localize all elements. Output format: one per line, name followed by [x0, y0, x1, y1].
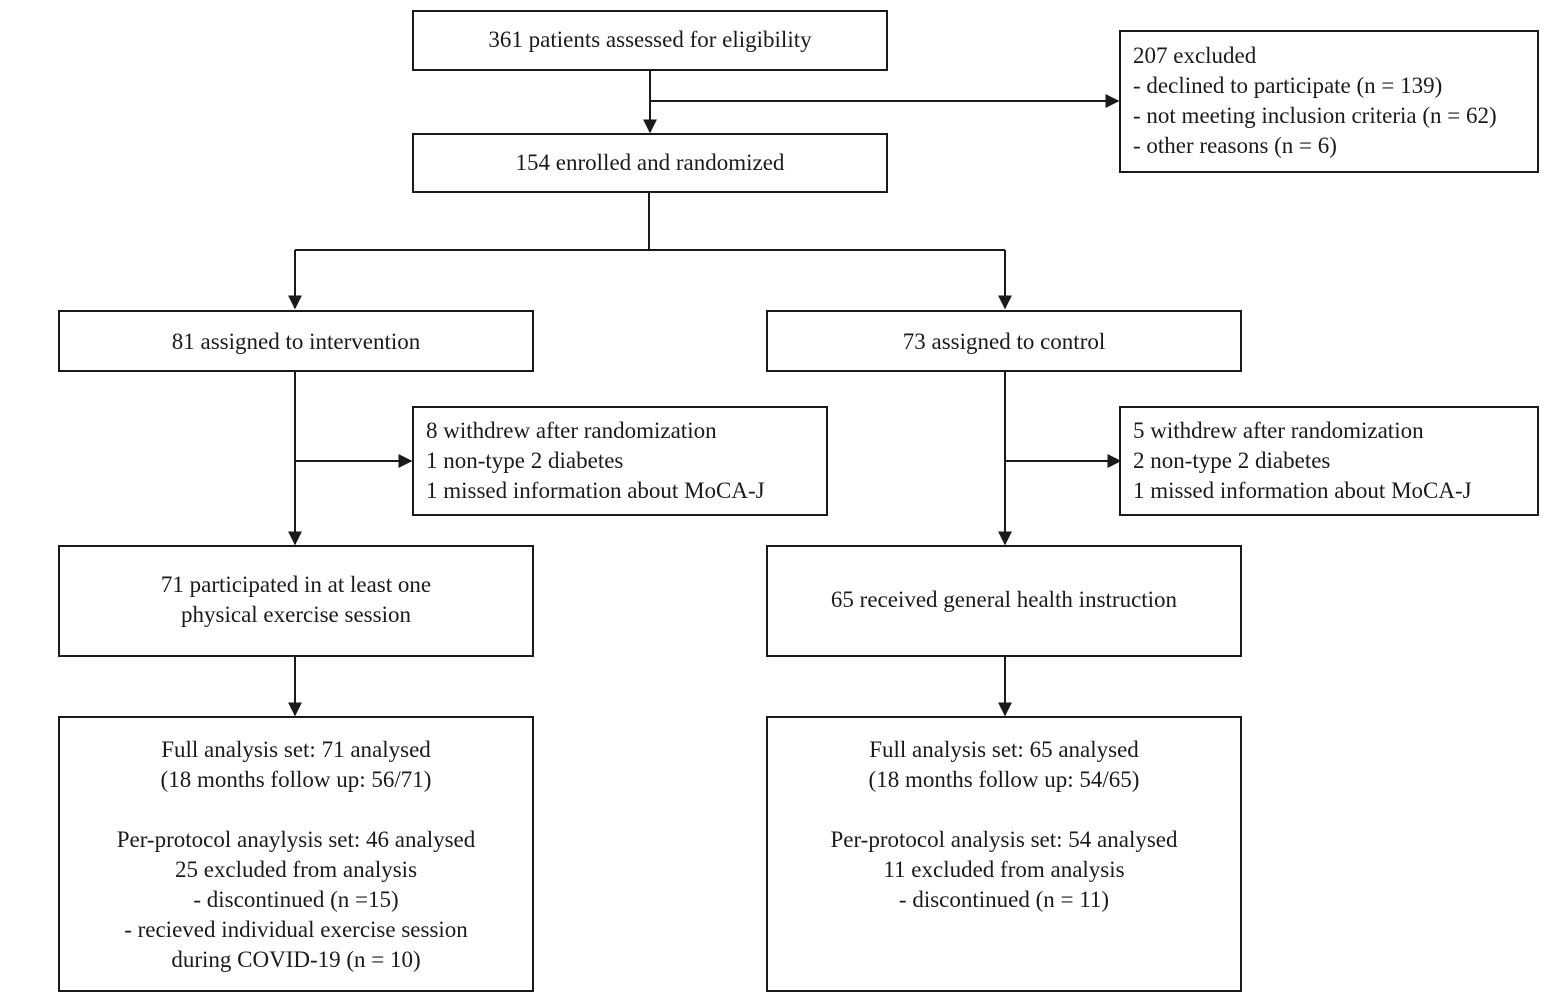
- analysis-full-line: Full analysis set: 71 analysed: [161, 737, 431, 762]
- box-excluded: 207 excluded - declined to participate (…: [1119, 30, 1539, 173]
- intervention-assigned-text: 81 assigned to intervention: [171, 329, 421, 354]
- box-intervention-assigned: 81 assigned to intervention: [58, 310, 534, 372]
- participated-line: 71 participated in at least one: [160, 572, 432, 597]
- box-control-received: 65 received general health instruction: [766, 545, 1242, 657]
- excluded-item: - other reasons (n = 6): [1133, 133, 1337, 158]
- analysis-full-line: (18 months follow up: 56/71): [160, 767, 432, 792]
- analysis-pp-line: during COVID-19 (n = 10): [171, 947, 421, 972]
- box-assessed: 361 patients assessed for eligibility: [412, 10, 888, 71]
- analysis-full-line: Full analysis set: 65 analysed: [869, 737, 1139, 762]
- withdrew-line: 1 missed information about MoCA-J: [1133, 478, 1472, 503]
- excluded-item: - not meeting inclusion criteria (n = 62…: [1133, 103, 1497, 128]
- analysis-pp-line: - discontinued (n =15): [193, 887, 399, 912]
- received-text: 65 received general health instruction: [830, 587, 1178, 612]
- withdrew-line: 8 withdrew after randomization: [426, 418, 717, 443]
- participated-line: physical exercise session: [181, 602, 411, 627]
- analysis-pp-line: - recieved individual exercise session: [124, 917, 468, 942]
- box-control-analysis: Full analysis set: 65 analysed (18 month…: [766, 716, 1242, 992]
- control-assigned-text: 73 assigned to control: [902, 329, 1106, 354]
- withdrew-line: 1 missed information about MoCA-J: [426, 478, 765, 503]
- analysis-pp-line: - discontinued (n = 11): [898, 887, 1110, 912]
- randomized-text: 154 enrolled and randomized: [515, 150, 785, 175]
- box-intervention-participated: 71 participated in at least one physical…: [58, 545, 534, 657]
- analysis-full-line: (18 months follow up: 54/65): [868, 767, 1140, 792]
- analysis-pp-line: Per-protocol anaylysis set: 46 analysed: [116, 827, 476, 852]
- analysis-pp-line: Per-protocol analysis set: 54 analysed: [830, 827, 1178, 852]
- box-control-assigned: 73 assigned to control: [766, 310, 1242, 372]
- box-control-withdrew: 5 withdrew after randomization 2 non-typ…: [1119, 406, 1539, 516]
- box-intervention-analysis: Full analysis set: 71 analysed (18 month…: [58, 716, 534, 992]
- assessed-text: 361 patients assessed for eligibility: [488, 27, 812, 52]
- withdrew-line: 2 non-type 2 diabetes: [1133, 448, 1331, 473]
- excluded-item: - declined to participate (n = 139): [1133, 73, 1443, 98]
- withdrew-line: 5 withdrew after randomization: [1133, 418, 1424, 443]
- excluded-title: 207 excluded: [1133, 43, 1257, 68]
- analysis-pp-line: 25 excluded from analysis: [174, 857, 418, 882]
- analysis-pp-line: 11 excluded from analysis: [883, 857, 1125, 882]
- box-randomized: 154 enrolled and randomized: [412, 133, 888, 193]
- withdrew-line: 1 non-type 2 diabetes: [426, 448, 624, 473]
- box-intervention-withdrew: 8 withdrew after randomization 1 non-typ…: [412, 406, 828, 516]
